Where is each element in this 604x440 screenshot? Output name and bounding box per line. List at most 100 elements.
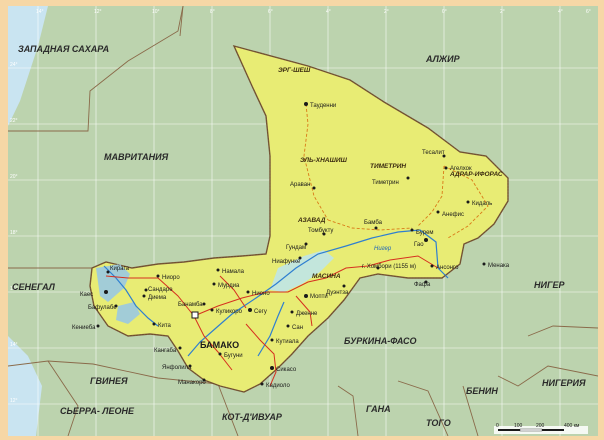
city-label-niafunke: Ниафунке [272,259,301,265]
city-label-nioro: Ниоро [162,275,180,281]
city-label-bourem: Бурем [416,230,434,236]
city-label-koulikoro: Куликоро [216,309,243,315]
country-label-ghana: ГАНА [366,404,391,414]
lon-tick: 10° [152,9,160,15]
city-marker [178,346,182,350]
city-label-bafoulabe: Бафулабе [88,305,117,311]
city-marker [270,338,274,342]
city-label-sandare: Сандаре [148,287,173,293]
lat-tick: 18° [10,230,18,236]
city-label-aguelhok: Агелхок [450,166,472,172]
city-marker [430,264,434,268]
city-marker [376,266,380,270]
capital-marker: БАМАКО [191,311,239,350]
city-label-sikasso: Сикасо [276,367,297,373]
city-label-menaka: Менака [488,263,510,269]
lon-tick: 0° [442,9,447,15]
lat-tick: 14° [10,342,18,348]
city-label-timetrine-town: Тиметрин [372,180,399,186]
city-label-tessalit: Тесалит [422,150,445,156]
mali-map: 14° 12° 10° 8° 6° 4° 2° 0° 2° 4° 6° 24° … [8,6,598,436]
country-label-niger: НИГЕР [534,280,565,290]
country-label-benin: БЕНИН [466,386,498,396]
city-marker [142,294,146,298]
city-marker [216,268,220,272]
city-marker [436,210,440,214]
mali-border [89,45,509,393]
city-marker [290,310,294,314]
city-label-ansongo: Ансонго [436,265,459,271]
city-labels: Тауденни Араван Тесалит Агелхок Тиметрин… [72,103,510,389]
lon-tick: 2° [384,9,389,15]
city-label-niono: Нионо [252,291,270,297]
city-label-kenieba: Кениеба [72,325,96,331]
city-marker [466,200,470,204]
city-marker [304,102,308,106]
city-marker [482,262,486,266]
region-label-adrar: АДРАР-ИФОРАС [449,171,503,178]
city-label-kangaba: Кангаба [154,348,177,354]
city-label-kadiolo: Кадиоло [266,383,290,389]
lon-tick: 4° [558,9,563,15]
lon-tick: 12° [94,9,102,15]
city-label-kidal: Кидаль [472,201,492,207]
city-marker [218,352,222,356]
scale-bar: 0 100 200 400 км [494,423,588,434]
city-marker [312,186,316,190]
city-marker [144,288,148,292]
lat-tick: 24° [10,62,18,68]
city-label-nara: Намала [222,269,245,275]
city-marker [374,226,378,230]
city-marker [152,322,156,326]
city-label-douentza: Дуэнтза [326,290,349,296]
lon-tick: 14° [36,9,44,15]
map-frame: 14° 12° 10° 8° 6° 4° 2° 0° 2° 4° 6° 24° … [8,6,598,436]
country-label-algeria: АЛЖИР [425,54,461,64]
city-marker [106,270,110,274]
lake-manantali [116,302,140,324]
country-label-burkina-faso: БУРКИНА-ФАСО [344,336,416,346]
country-label-nigeria: НИГЕРИЯ [542,378,586,388]
city-label-taoudenni: Тауденни [310,103,336,109]
city-marker [212,282,216,286]
region-label-erg-chech: ЭРГ-ШЕШ [278,67,311,74]
city-label-segou: Сегу [254,309,267,315]
city-label-yanfolila: Янфолила [162,365,192,371]
latitude-ticks: 24° 22° 20° 18° 16° 14° 12° [10,62,18,404]
city-marker [298,256,302,260]
river-label-niger: Нигер [374,246,392,252]
city-marker [286,324,290,328]
rivers [103,229,449,357]
scale-label: 100 [514,423,523,429]
scale-label: 0 [496,423,499,429]
city-marker [444,166,448,170]
city-marker [202,302,206,306]
lat-tick: 12° [10,398,18,404]
lon-tick: 6° [268,9,273,15]
region-label-azawad: АЗАВАД [297,217,326,224]
city-label-kiffa: Кирага [110,266,130,272]
country-label-cote-divoire: КОТ-Д'ИВУАР [222,412,283,422]
city-marker [270,366,274,370]
city-label-tombouctou: Томбукту [308,228,333,234]
desert-tracks [303,103,489,239]
city-marker [188,364,192,368]
country-label-sierra-leone: СЬЕРРА- ЛЕОНЕ [60,406,135,416]
city-label-kita: Кита [158,323,172,329]
city-marker [342,284,346,288]
city-marker [410,228,414,232]
city-label-gao: Гао [414,242,424,248]
city-label-anefis: Анефис [442,212,464,218]
city-label-fafa: Фафа [414,282,431,288]
scale-label: 200 [536,423,545,429]
city-marker [202,378,206,382]
country-label-mauritania: МАВРИТАНИЯ [104,152,169,162]
city-label-koutiala: Кутиала [276,339,299,345]
city-marker [96,324,100,328]
lon-tick: 4° [326,9,331,15]
country-labels: ЗАПАДНАЯ САХАРА АЛЖИР МАВРИТАНИЯ СЕНЕГАЛ… [12,44,586,428]
lon-tick: 6° [586,9,591,15]
scale-label: 400 км [564,423,580,429]
longitude-ticks: 14° 12° 10° 8° 6° 4° 2° 0° 2° 4° 6° [36,9,591,15]
city-label-mourdiah: Мурдиа [218,283,240,289]
